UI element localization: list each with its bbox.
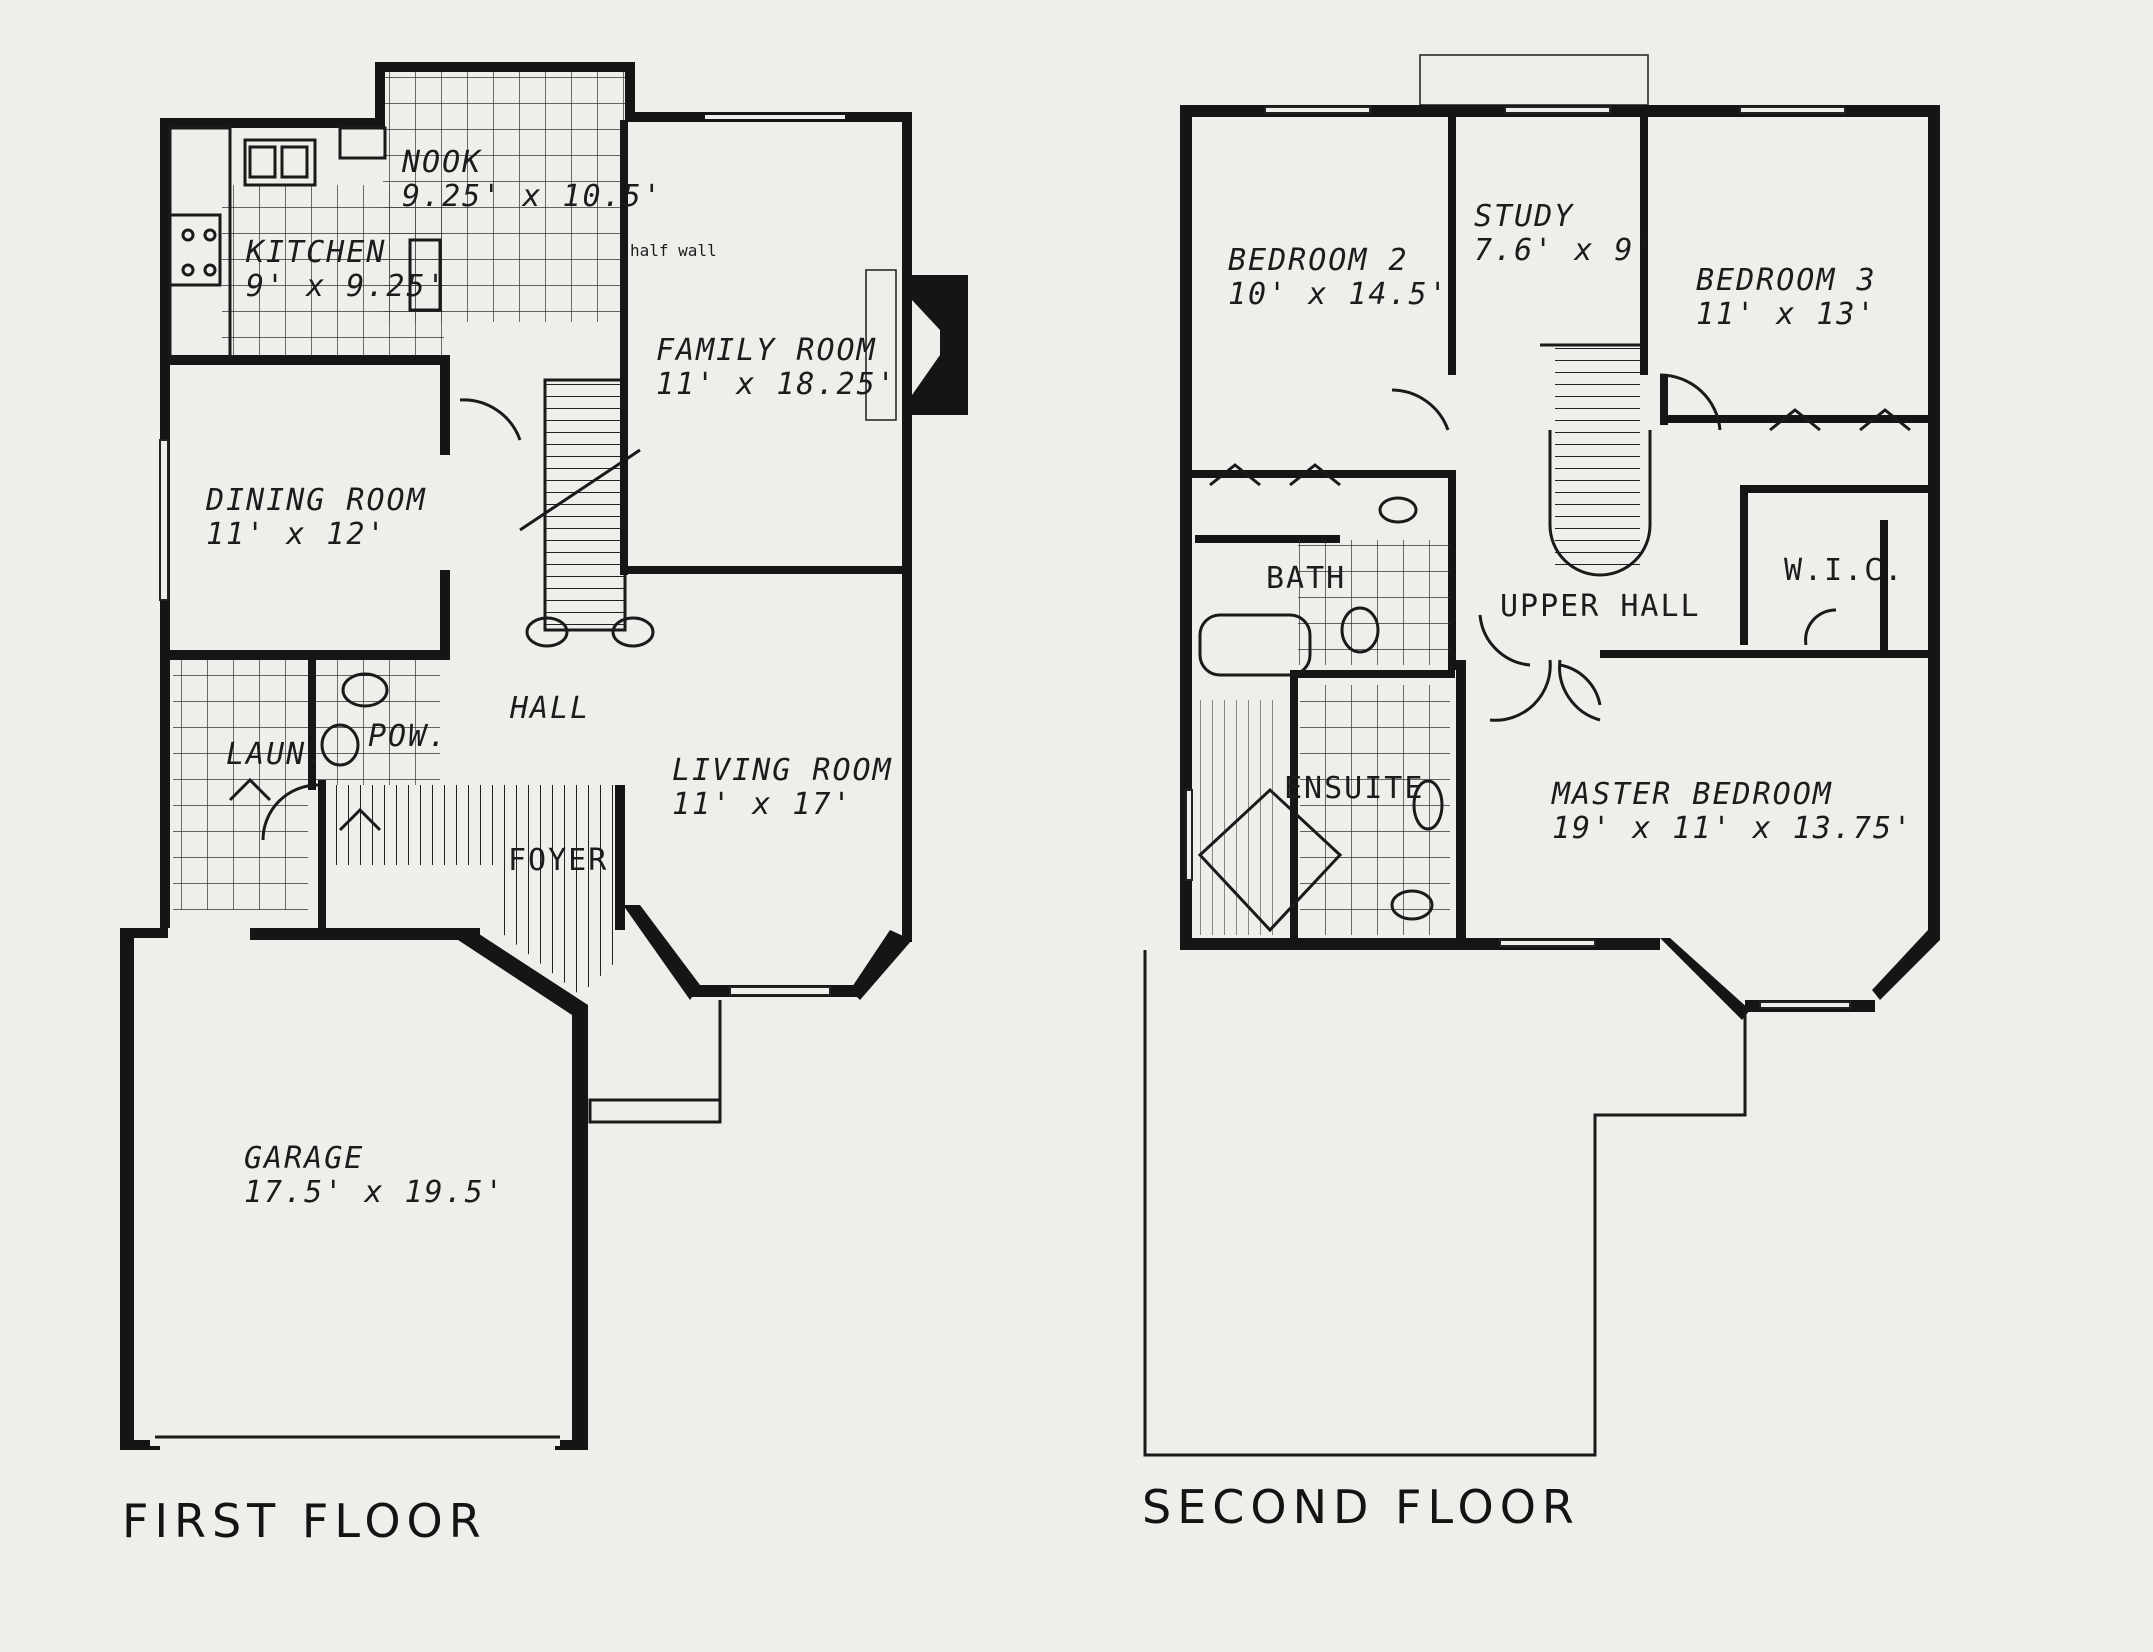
room-label-ensuite: ENSUITE — [1284, 772, 1424, 806]
room-dimensions: 9.25' x 10.5' — [402, 179, 663, 214]
room-name: NOOK — [402, 145, 483, 180]
room-name: LAUN. — [226, 737, 327, 772]
room-label-hall: HALL — [510, 692, 590, 726]
room-name: STUDY — [1474, 199, 1575, 234]
room-dimensions: 9' x 9.25' — [246, 269, 447, 304]
room-dimensions: 11' x 13' — [1696, 297, 1877, 332]
room-label-bath: BATH — [1266, 562, 1346, 596]
room-dimensions: 10' x 14.5' — [1228, 277, 1449, 312]
room-dimensions: 17.5' x 19.5' — [244, 1175, 505, 1210]
stair-newel-left — [525, 616, 569, 648]
room-label-powder: POW. — [368, 720, 448, 754]
second-floor-caption: SECOND FLOOR — [1142, 1480, 1580, 1534]
room-name: GARAGE — [244, 1141, 365, 1176]
room-dimensions: 7.6' x 9' — [1474, 233, 1655, 268]
stair-newel-right — [611, 616, 655, 648]
room-name: LIVING ROOM — [672, 753, 893, 788]
room-name: ENSUITE — [1284, 771, 1425, 806]
half-wall-note: half wall — [630, 241, 717, 260]
room-label-bedroom-3: BEDROOM 3 11' x 13' — [1696, 264, 1877, 332]
room-dimensions: 11' x 18.25' — [656, 367, 897, 402]
room-label-garage: GARAGE 17.5' x 19.5' — [244, 1142, 505, 1210]
room-name: W.I.C. — [1784, 553, 1905, 588]
room-label-wic: W.I.C. — [1784, 554, 1904, 588]
room-name: DINING ROOM — [206, 483, 427, 518]
room-label-bedroom-2: BEDROOM 2 10' x 14.5' — [1228, 244, 1449, 312]
room-name: MASTER BEDROOM — [1552, 777, 1833, 812]
kitchen-floor-tiles — [222, 185, 444, 360]
room-dimensions: 11' x 17' — [672, 787, 853, 822]
room-label-foyer: FOYER — [508, 844, 608, 878]
room-dimensions: 19' x 11' x 13.75' — [1552, 811, 1914, 846]
room-name: FAMILY ROOM — [656, 333, 877, 368]
room-name: BEDROOM 3 — [1696, 263, 1877, 298]
room-label-living-room: LIVING ROOM 11' x 17' — [672, 754, 893, 822]
room-name: UPPER HALL — [1500, 589, 1701, 624]
room-label-study: STUDY 7.6' x 9' — [1474, 200, 1655, 268]
room-name: FOYER — [508, 843, 609, 878]
room-name: POW. — [368, 719, 449, 754]
room-label-upper-hall: UPPER HALL — [1500, 590, 1701, 624]
second-floor-plan — [1143, 54, 1940, 1457]
foyer-entry-hatch — [498, 865, 623, 995]
room-label-kitchen: KITCHEN 9' x 9.25' — [246, 236, 447, 304]
room-label-master-bedroom: MASTER BEDROOM 19' x 11' x 13.75' — [1552, 778, 1913, 846]
first-floor-caption: FIRST FLOOR — [122, 1494, 487, 1548]
room-label-nook: NOOK 9.25' x 10.5' — [402, 146, 663, 214]
room-name: BATH — [1266, 561, 1347, 596]
room-name: HALL — [510, 691, 591, 726]
first-floor-plan — [120, 62, 968, 1450]
foyer-landing-hatch — [318, 785, 623, 865]
room-dimensions: 11' x 12' — [206, 517, 387, 552]
room-name: KITCHEN — [246, 235, 387, 270]
room-label-laundry: LAUN. — [226, 738, 326, 772]
room-label-family-room: FAMILY ROOM 11' x 18.25' — [656, 334, 897, 402]
fireplace — [912, 275, 968, 415]
room-name: BEDROOM 2 — [1228, 243, 1409, 278]
room-label-dining-room: DINING ROOM 11' x 12' — [206, 484, 427, 552]
laundry-floor-tiles — [173, 660, 308, 910]
